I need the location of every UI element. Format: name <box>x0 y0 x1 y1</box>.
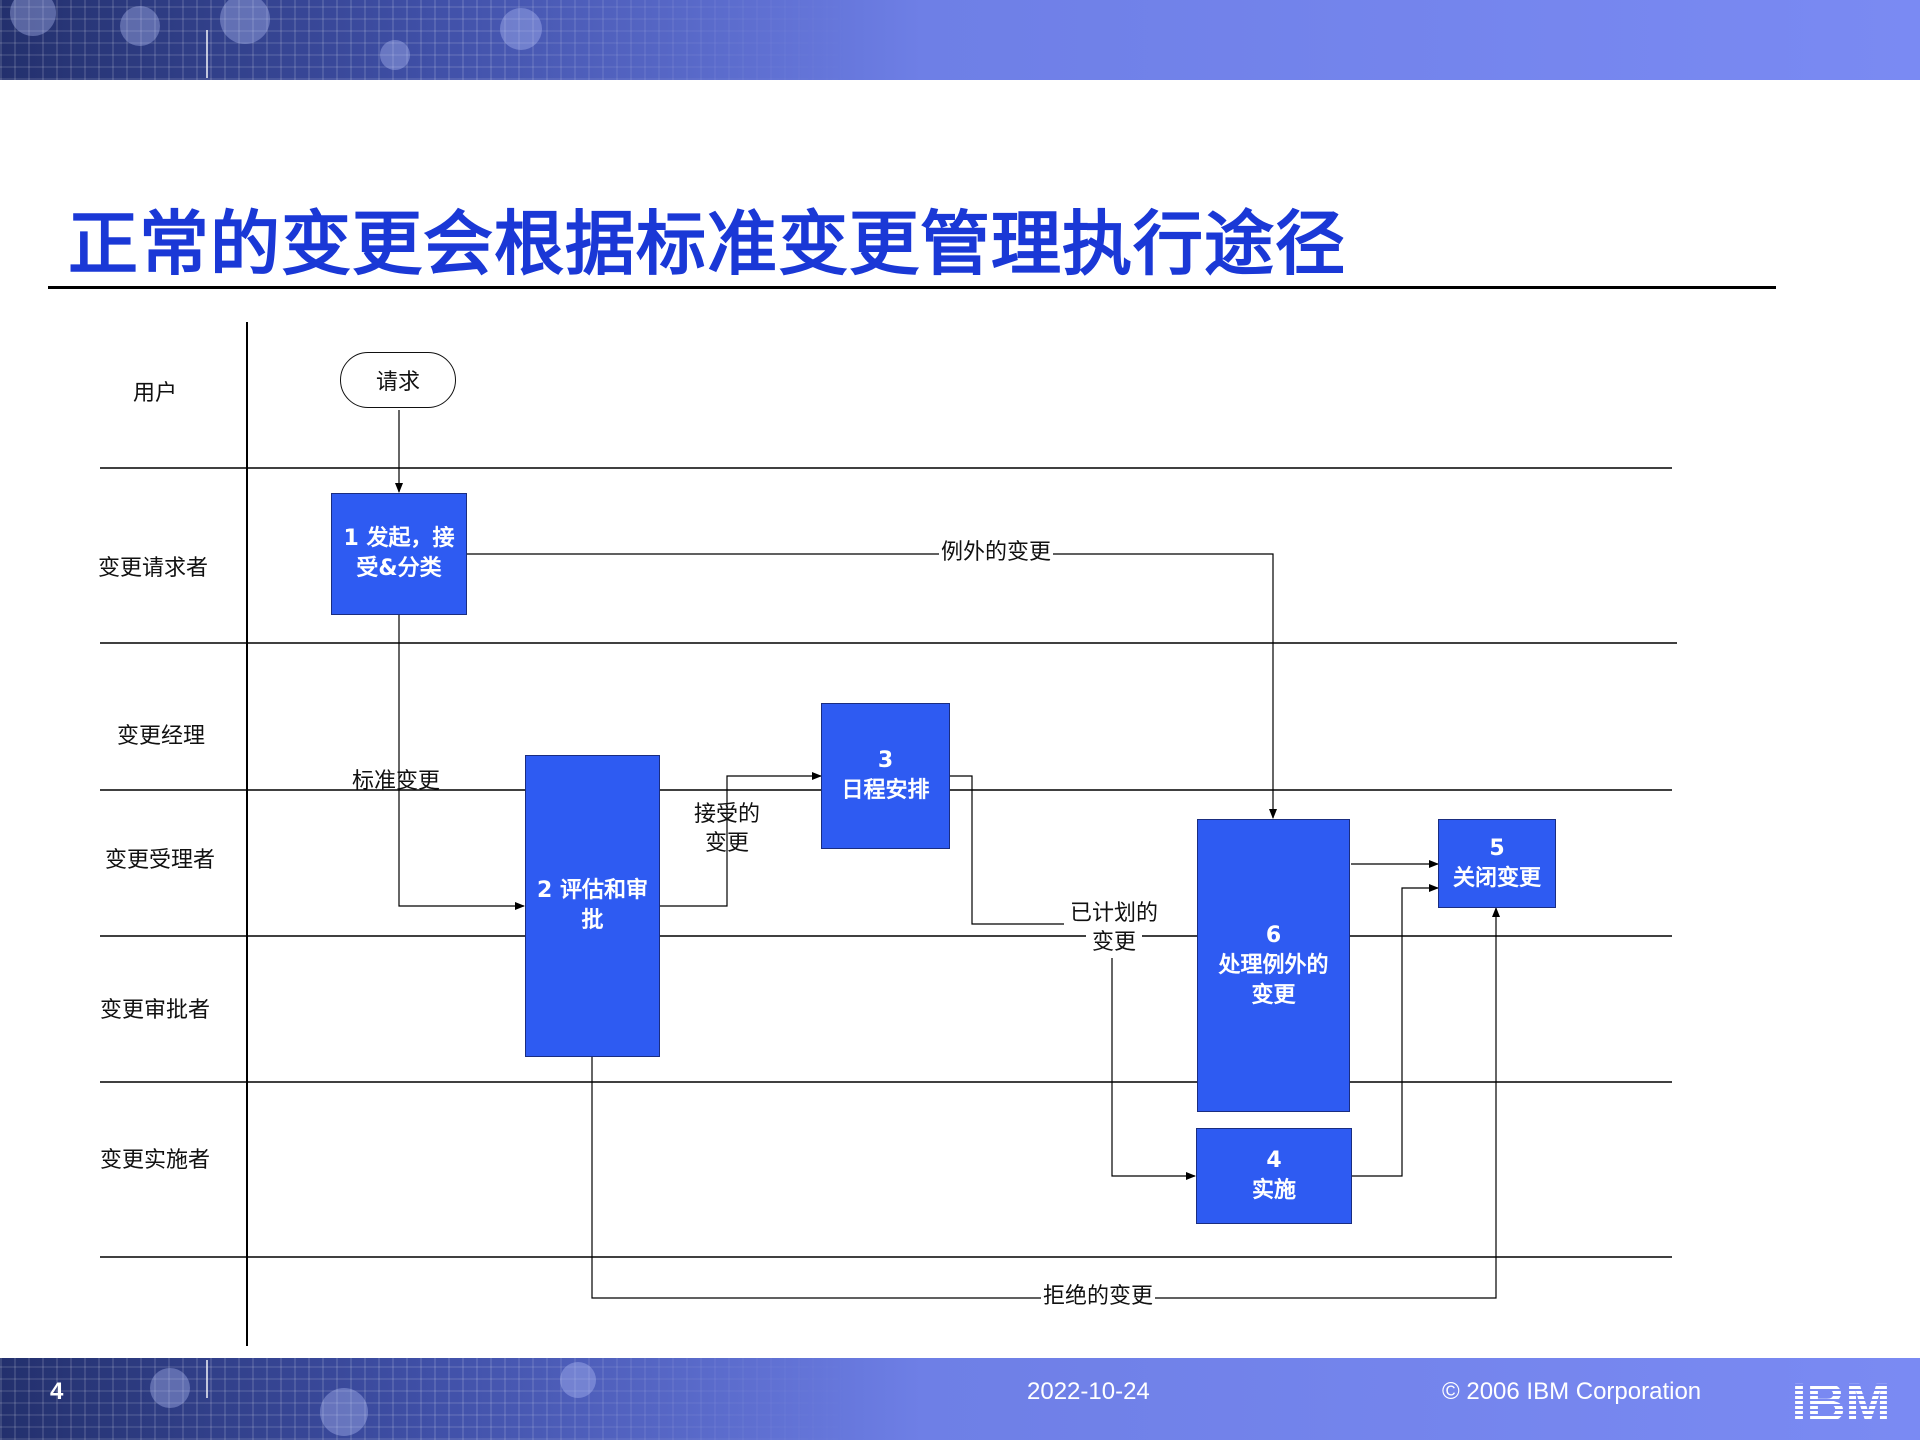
request-terminal-label: 请求 <box>375 370 420 395</box>
header-divider <box>206 30 208 78</box>
footer-texture <box>0 1358 860 1440</box>
lane-label-user: 用户 <box>133 381 178 406</box>
decor-dot <box>560 1362 596 1398</box>
page-number: 4 <box>50 1378 64 1405</box>
planned-change-connector <box>950 775 1196 1180</box>
standard-change-connector <box>398 614 525 910</box>
label-accepted-change-2: 变更 <box>704 831 749 856</box>
process-close-change[interactable]: 5 关闭变更 <box>1438 819 1556 908</box>
process-schedule[interactable]: 3 日程安排 <box>821 703 950 849</box>
lane-label-handler: 变更受理者 <box>105 848 216 873</box>
lane-label-implementer: 变更实施者 <box>100 1148 211 1173</box>
decor-dot <box>380 40 410 70</box>
decor-dot <box>220 0 270 44</box>
process-handle-exception[interactable]: 6 处理例外的 变更 <box>1197 819 1350 1112</box>
label-accepted-change-1: 接受的 <box>693 802 760 827</box>
decor-dot <box>500 8 542 50</box>
implement-to-close-connector <box>1351 884 1439 1177</box>
accepted-change-connector <box>659 772 822 907</box>
ibm-logo-text: IBM <box>1792 1376 1891 1426</box>
decor-dot <box>10 0 56 36</box>
process-label: 4 <box>1266 1148 1282 1173</box>
process-assess-approve[interactable]: 2 评估和审 批 <box>525 755 660 1057</box>
process-initiate-accept-classify[interactable]: 1 发起，接 受&分类 <box>331 493 467 615</box>
request-terminal[interactable]: 请求 <box>340 352 456 408</box>
label-standard-change: 标准变更 <box>352 769 441 794</box>
header-band <box>0 0 1920 80</box>
process-label: 日程安排 <box>841 778 930 803</box>
rejected-change-connector <box>591 907 1500 1299</box>
process-label: 2 评估和审 <box>537 878 648 903</box>
lane-label-requester: 变更请求者 <box>98 556 209 581</box>
label-exception-change: 例外的变更 <box>939 538 1054 568</box>
process-label: 变更 <box>1251 982 1296 1008</box>
footer-date: 2022-10-24 <box>1027 1378 1150 1405</box>
decor-dot <box>320 1388 368 1436</box>
decor-dot <box>120 6 160 46</box>
process-label: 实施 <box>1251 1178 1296 1203</box>
label-rejected-change: 拒绝的变更 <box>1041 1282 1156 1312</box>
label-planned-change-2: 变更 <box>1086 928 1142 958</box>
lane-label-manager: 变更经理 <box>117 724 206 749</box>
process-label: 受&分类 <box>356 556 442 581</box>
label-planned-change-1: 已计划的 <box>1064 899 1164 929</box>
exception-change-connector <box>466 553 1277 819</box>
lane-label-approver: 变更审批者 <box>100 998 211 1023</box>
page-title: 正常的变更会根据标准变更管理执行途径 <box>68 203 1346 285</box>
footer-divider <box>206 1360 208 1398</box>
process-label: 1 发起，接 <box>343 526 455 551</box>
header-texture <box>0 0 860 80</box>
process-label: 3 <box>877 748 894 773</box>
title-rule <box>48 286 1776 289</box>
process-label: 关闭变更 <box>1452 865 1541 891</box>
process-label: 处理例外的 <box>1218 952 1329 978</box>
process-label: 批 <box>581 908 604 933</box>
footer-copyright: © 2006 IBM Corporation <box>1442 1378 1702 1405</box>
process-label: 6 <box>1265 922 1282 948</box>
process-implement[interactable]: 4 实施 <box>1196 1128 1352 1224</box>
process-label: 5 <box>1489 835 1505 861</box>
decor-dot <box>150 1368 190 1408</box>
footer-band <box>0 1358 1920 1440</box>
ibm-logo: IBM <box>1792 1376 1891 1426</box>
